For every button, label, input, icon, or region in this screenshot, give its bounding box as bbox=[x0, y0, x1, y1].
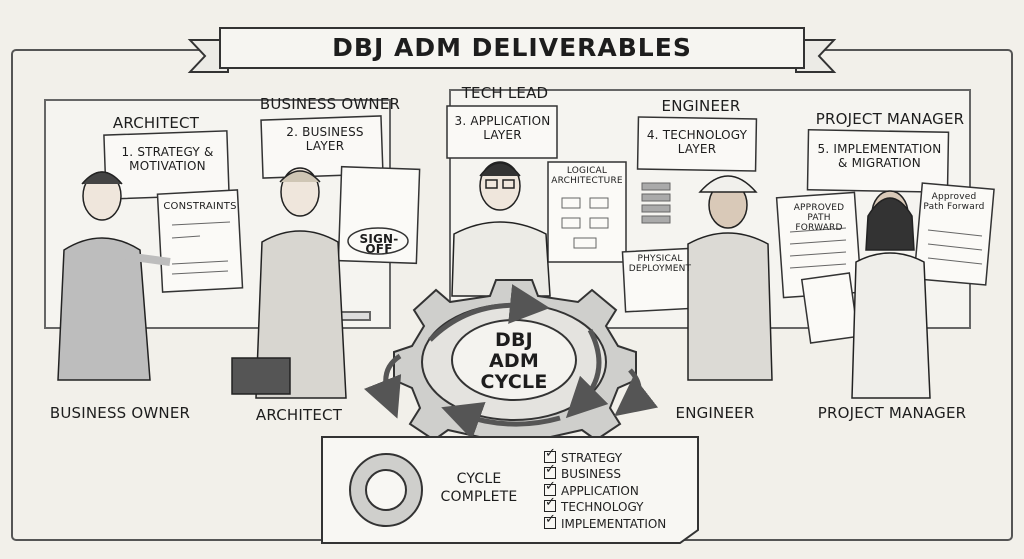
checklist-item-label: STRATEGY bbox=[561, 451, 623, 465]
bottom-label-architect: ARCHITECT bbox=[255, 406, 343, 424]
role-label-tech-lead: TECH LEAD bbox=[461, 84, 549, 102]
checkbox-checked-icon bbox=[544, 462, 556, 479]
bottom-label-project-manager: PROJECT MANAGER bbox=[817, 404, 967, 422]
approved-path-doc-label-2: Approved Path Forward bbox=[923, 192, 985, 212]
person-architect bbox=[57, 171, 171, 381]
phase-cards bbox=[103, 105, 950, 200]
person-engineer bbox=[687, 175, 773, 381]
documents bbox=[156, 161, 995, 345]
logical-architecture-doc-label: LOGICAL ARCHITECTURE bbox=[551, 166, 623, 186]
physical-deployment-doc-label: PHYSICAL DEPLOYMENT bbox=[628, 254, 692, 274]
role-label-project-manager: PROJECT MANAGER bbox=[815, 110, 965, 128]
checklist-item-label: IMPLEMENTATION bbox=[561, 517, 667, 531]
phase-4-label: 4. TECHNOLOGY LAYER bbox=[646, 128, 748, 156]
role-label-business-owner: BUSINESS OWNER bbox=[259, 95, 401, 113]
page-title: DBJ ADM DELIVERABLES bbox=[332, 33, 692, 62]
role-label-engineer: ENGINEER bbox=[661, 97, 741, 115]
role-label-architect: ARCHITECT bbox=[112, 114, 200, 132]
checkbox-checked-icon bbox=[544, 495, 556, 512]
approved-path-doc-label-1: APPROVED PATH FORWARD bbox=[793, 203, 845, 233]
bottom-label-engineer: ENGINEER bbox=[675, 404, 755, 422]
checklist-item-label: TECHNOLOGY bbox=[561, 500, 644, 514]
cycle-arrows bbox=[364, 284, 659, 440]
checkbox-checked-icon bbox=[544, 512, 556, 529]
bottom-label-business-owner: BUSINESS OWNER bbox=[49, 404, 191, 422]
person-project-manager bbox=[851, 190, 931, 399]
cycle-complete-label: CYCLE COMPLETE bbox=[440, 471, 518, 505]
checklist-item: APPLICATION bbox=[544, 479, 639, 498]
checklist-item-label: BUSINESS bbox=[561, 467, 621, 481]
summary-card bbox=[321, 436, 699, 544]
phase-5-label: 5. IMPLEMENTATION & MIGRATION bbox=[817, 142, 942, 170]
title-banner bbox=[187, 27, 837, 73]
phase-2-label: 2. BUSINESS LAYER bbox=[286, 125, 364, 153]
checklist-item-label: APPLICATION bbox=[561, 484, 639, 498]
sign-off-doc-label: SIGN-OFF bbox=[359, 232, 399, 256]
checklist-item: TECHNOLOGY bbox=[544, 495, 644, 514]
gear-label: DBJ ADM CYCLE bbox=[480, 329, 548, 393]
summary-gear bbox=[349, 453, 423, 527]
person-tech-lead bbox=[451, 161, 551, 297]
document-scribbles bbox=[171, 182, 983, 275]
phase-1-label: 1. STRATEGY & MOTIVATION bbox=[121, 145, 214, 173]
person-business-owner bbox=[231, 167, 347, 399]
phase-3-label: 3. APPLICATION LAYER bbox=[454, 114, 551, 142]
checklist-item: IMPLEMENTATION bbox=[544, 512, 667, 531]
constraints-doc-label: CONSTRAINTS bbox=[163, 201, 237, 212]
